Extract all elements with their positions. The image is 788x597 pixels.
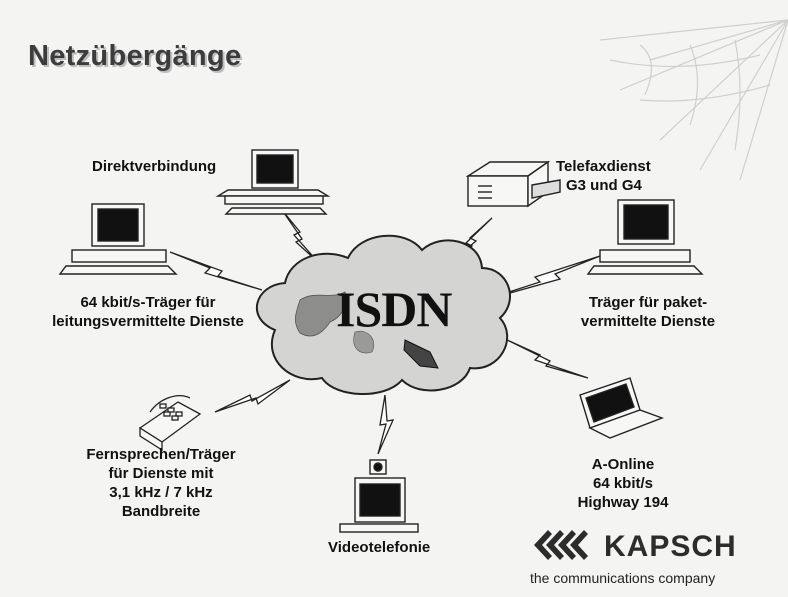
label-online-line3: Highway 194 <box>577 494 669 511</box>
label-direct: Direktverbindung <box>92 158 217 175</box>
label-phone-line2: für Dienste mit <box>108 465 214 482</box>
label-packet-line1: Träger für paket- <box>588 294 708 311</box>
decorative-web <box>599 19 788 181</box>
fax-machine-icon <box>465 160 561 208</box>
label-phone-line1: Fernsprechen/Träger <box>86 446 236 463</box>
page-title: Netzübergänge <box>28 40 242 72</box>
label-online-line2: 64 kbit/s <box>592 475 654 492</box>
label-carrier: 64 kbit/s-Träger für leitungsvermittelte… <box>30 293 266 331</box>
label-phone-line4: Bandbreite <box>121 503 201 520</box>
computer-carrier-icon <box>58 203 178 275</box>
computer-direct-icon <box>215 149 331 215</box>
bolt-phone <box>214 379 291 413</box>
connection-bolts <box>169 209 601 455</box>
label-carrier-line1: 64 kbit/s-Träger für <box>80 294 216 311</box>
label-online: A-Online 64 kbit/s Highway 194 <box>568 455 678 512</box>
label-fax-line2: G3 und G4 <box>566 177 642 194</box>
videophone-icon <box>339 459 419 533</box>
label-fax-line1: Telefaxdienst <box>556 158 651 175</box>
bolt-direct <box>281 209 319 263</box>
bolt-online <box>502 337 589 379</box>
brand-tagline: the communications company <box>530 570 716 586</box>
isdn-cloud <box>255 234 511 396</box>
kapsch-logo-mark <box>534 530 588 560</box>
label-video: Videotelefonie <box>328 539 431 556</box>
laptop-icon <box>579 377 664 439</box>
bolt-carrier <box>169 251 263 291</box>
label-fax: Telefaxdienst G3 und G4 <box>556 157 651 195</box>
label-phone-line3: 3,1 kHz / 7 kHz <box>109 484 213 501</box>
label-online-line1: A-Online <box>591 456 655 473</box>
label-phone: Fernsprechen/Träger für Dienste mit 3,1 … <box>68 445 254 521</box>
bolt-video <box>377 394 395 455</box>
label-carrier-line2: leitungsvermittelte Dienste <box>52 313 244 330</box>
isdn-label: ISDN <box>336 281 452 337</box>
label-packet-line2: vermittelte Dienste <box>580 313 716 330</box>
brand-name: KAPSCH <box>604 530 737 563</box>
computer-packet-icon <box>586 199 704 275</box>
telephone-icon <box>138 395 202 452</box>
label-packet: Träger für paket- vermittelte Dienste <box>566 293 730 331</box>
